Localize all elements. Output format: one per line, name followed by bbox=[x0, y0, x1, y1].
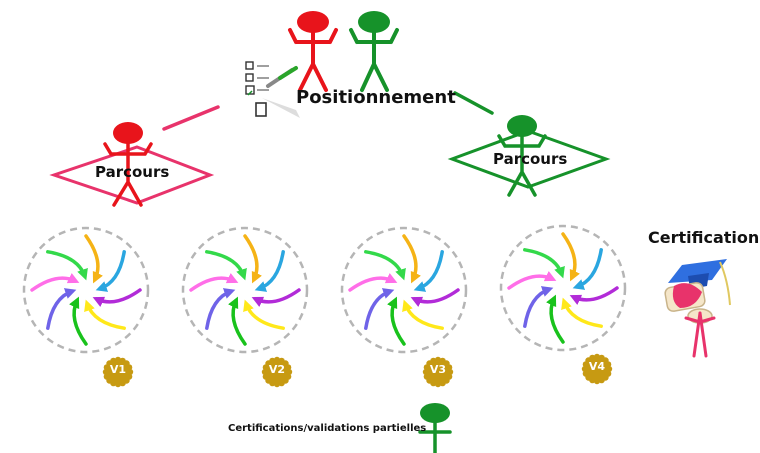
module-arrow bbox=[348, 273, 398, 292]
module-arrow bbox=[251, 288, 301, 307]
module-arrow bbox=[413, 250, 444, 292]
module-arrow bbox=[561, 232, 580, 282]
parcours-left-figure bbox=[103, 122, 153, 207]
badge-icon bbox=[102, 356, 134, 388]
module-wheel-circle bbox=[181, 226, 309, 354]
badge-v2-label: V2 bbox=[268, 363, 286, 376]
module-arrow bbox=[84, 234, 103, 284]
module-arrow bbox=[205, 250, 247, 281]
module-wheel-circle bbox=[340, 226, 468, 354]
parcours-right-diamond bbox=[447, 129, 611, 189]
module-arrow bbox=[572, 248, 603, 290]
badge-v3-label: V3 bbox=[429, 363, 447, 376]
positionnement-label: Positionnement bbox=[296, 87, 456, 108]
badge-icon bbox=[581, 353, 613, 385]
top-red-figure bbox=[288, 11, 338, 92]
module-arrow bbox=[364, 288, 395, 330]
graduate-figure-icon bbox=[664, 259, 731, 358]
checklist-pen-icon bbox=[245, 61, 300, 118]
module-wheel-circle bbox=[22, 226, 150, 354]
connector-right bbox=[453, 91, 494, 115]
module-wheels bbox=[22, 224, 627, 388]
module-wheel-circle bbox=[499, 224, 627, 352]
module-arrow bbox=[523, 286, 554, 328]
parcours-right-label: Parcours bbox=[493, 150, 568, 168]
badge-icon bbox=[261, 356, 293, 388]
module-arrow bbox=[402, 234, 421, 284]
module-arrow bbox=[46, 250, 88, 281]
parcours-left-label: Parcours bbox=[95, 163, 170, 181]
connector-left bbox=[162, 105, 220, 131]
module-arrow bbox=[254, 250, 285, 292]
module-arrow bbox=[243, 299, 285, 330]
module-arrow bbox=[95, 250, 126, 292]
badge-v4-label: V4 bbox=[588, 360, 606, 373]
module-arrow bbox=[546, 294, 565, 344]
module-arrow bbox=[364, 250, 406, 281]
module-arrow bbox=[387, 296, 406, 346]
module-arrow bbox=[205, 288, 236, 330]
module-arrow bbox=[569, 286, 619, 305]
certification-label: Certification bbox=[648, 228, 760, 247]
badge-v1-label: V1 bbox=[109, 363, 127, 376]
module-arrow bbox=[69, 296, 88, 346]
module-arrow bbox=[402, 299, 444, 330]
module-arrow bbox=[410, 288, 460, 307]
parcours-left-diamond bbox=[49, 145, 215, 205]
module-arrow bbox=[561, 297, 603, 328]
module-arrow bbox=[30, 273, 80, 292]
partial-certifications-label: Certifications/validations partielles bbox=[228, 423, 427, 434]
module-arrow bbox=[84, 299, 126, 330]
parcours-right-figure bbox=[497, 115, 547, 197]
module-arrow bbox=[523, 248, 565, 279]
top-green-figure bbox=[349, 11, 399, 92]
module-arrow bbox=[243, 234, 262, 284]
module-arrow bbox=[189, 273, 239, 292]
module-arrow bbox=[92, 288, 142, 307]
module-arrow bbox=[46, 288, 77, 330]
partial-green-figure bbox=[418, 403, 452, 453]
module-arrow bbox=[228, 296, 247, 346]
module-arrow bbox=[507, 271, 557, 290]
badge-icon bbox=[422, 356, 454, 388]
